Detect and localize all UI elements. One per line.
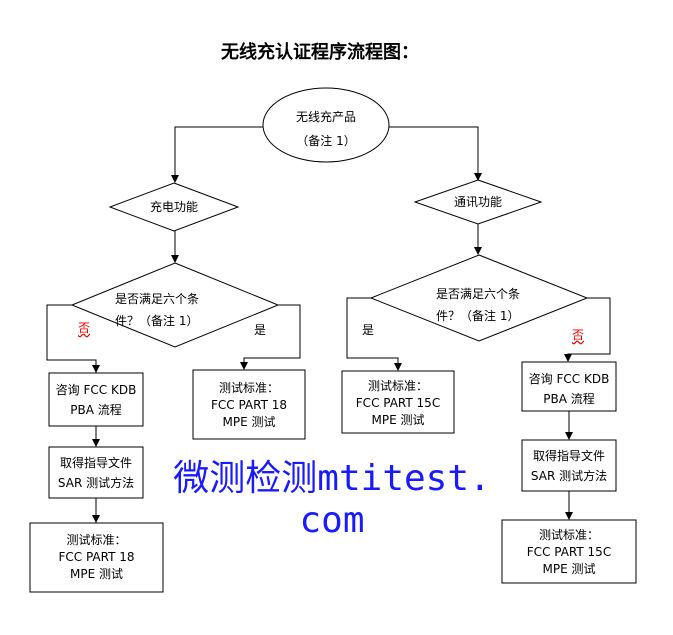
page-title: 无线充认证程序流程图： [221, 42, 419, 63]
start-label: 无线充产品（备注 1） [295, 110, 356, 148]
connector [346, 297, 402, 371]
communication-label: 通讯功能 [453, 195, 502, 209]
step-box [29, 522, 164, 593]
charging-no-label: 否 [78, 321, 91, 335]
communication-no-label: 否 [572, 328, 585, 342]
connector [564, 297, 611, 362]
step-box [341, 370, 455, 434]
charging-yes-label: 是 [254, 323, 267, 337]
charging-decision-diamond [70, 262, 280, 348]
communication-yes-label: 是 [362, 323, 375, 337]
step-box [192, 369, 306, 440]
connector [240, 304, 301, 370]
connector [46, 304, 100, 373]
charging-decision-text: 是否满足六个条件？（备注 1） [115, 292, 200, 328]
start-ellipse [262, 87, 390, 163]
charging-diamond [108, 182, 240, 232]
connector [389, 126, 482, 181]
connector [171, 126, 263, 183]
charging-label: 充电功能 [149, 200, 198, 214]
step-box [501, 519, 637, 584]
communication-decision-text: 是否满足六个条件？（备注 1） [436, 287, 521, 323]
watermark: 微测检测mtitest.com [173, 458, 491, 541]
communication-decision-diamond [369, 254, 589, 342]
